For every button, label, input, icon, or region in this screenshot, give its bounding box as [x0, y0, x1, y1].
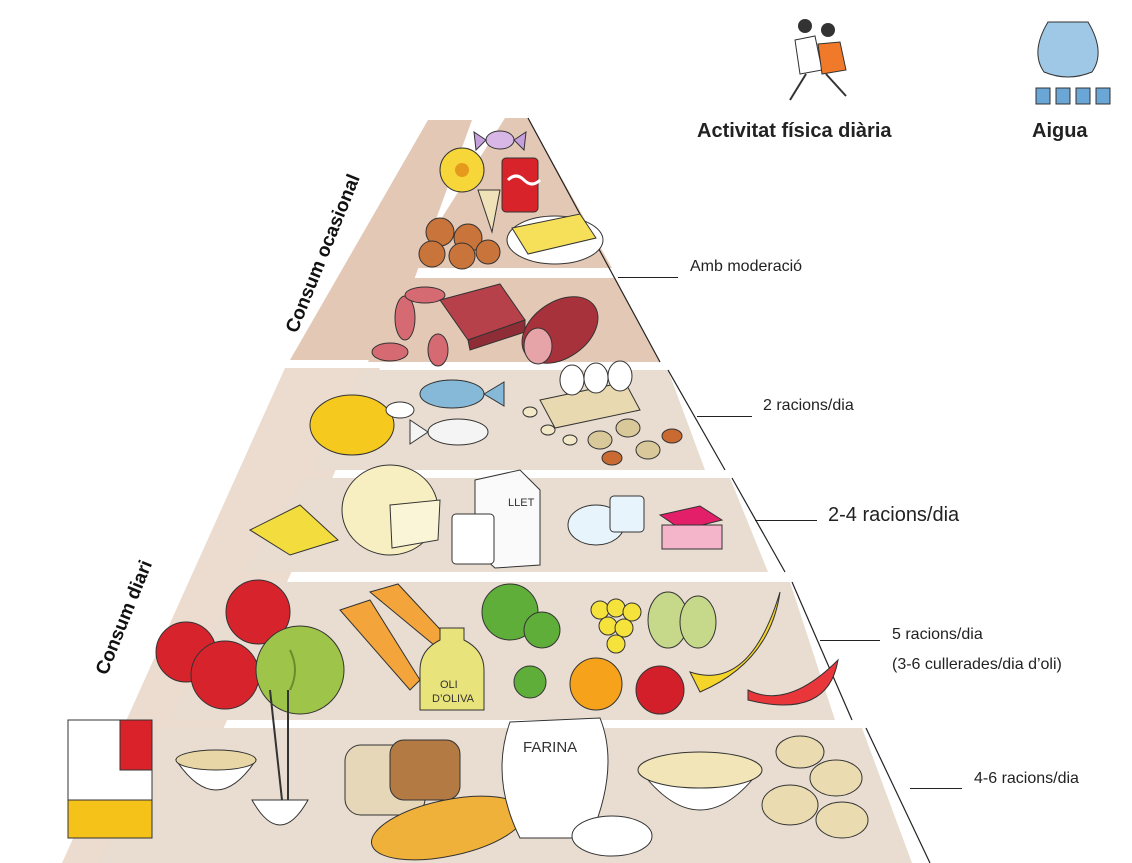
- serving-label-protein: 2 racions/dia: [763, 397, 854, 415]
- pears-icon: [648, 592, 716, 648]
- soda-can-icon: [502, 158, 540, 212]
- flower-candy-icon: [440, 148, 484, 192]
- leader-top: [618, 277, 678, 278]
- leader-dairy: [755, 520, 817, 521]
- apple-icon: [636, 666, 684, 714]
- orange-icon: [570, 658, 622, 710]
- water-label: Aigua: [1032, 120, 1088, 143]
- oil-bottle-label-line1: OLI: [440, 679, 458, 691]
- running-people-icon: [790, 19, 846, 100]
- activity-label: Activitat física diària: [697, 120, 892, 143]
- serving-label-dairy: 2-4 racions/dia: [828, 504, 959, 527]
- lettuce-icon: [256, 626, 344, 714]
- serving-label-fruit-veg: 5 racions/dia: [892, 626, 983, 644]
- oil-bottle-label-line2: D’OLIVA: [432, 693, 475, 705]
- flour-sack-label: FARINA: [523, 739, 577, 756]
- leader-protein: [697, 416, 752, 417]
- glass-of-milk-icon: [452, 514, 494, 564]
- leader-fruit-veg: [820, 640, 880, 641]
- serving-label-top: Amb moderació: [690, 258, 802, 276]
- cereal-box-icon: [68, 720, 152, 838]
- milk-carton-label: LLET: [508, 497, 535, 509]
- serving-sublabel-fruit-veg: (3-6 cullerades/dia d’oli): [892, 656, 1062, 674]
- water-jug-icon: [1036, 22, 1110, 104]
- leader-grains: [910, 788, 962, 789]
- serving-label-grains: 4-6 racions/dia: [974, 770, 1079, 788]
